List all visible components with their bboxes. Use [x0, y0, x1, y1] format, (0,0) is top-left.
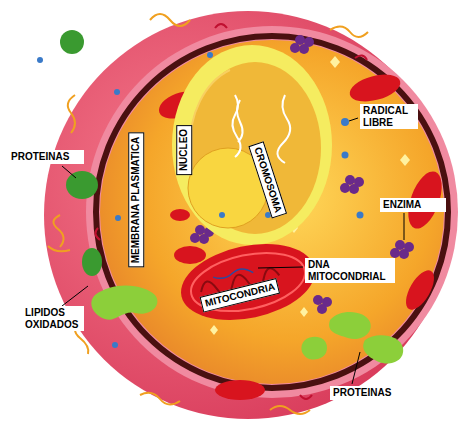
free-radical-label: RADICAL LIBRE [360, 104, 418, 129]
protein-label: PROTEINAS [8, 150, 84, 164]
oxidized-lipids-label: LIPIDOS OXIDADOS [22, 306, 84, 331]
protein-label: PROTEINAS [330, 386, 406, 400]
membrane-label: MEMBRANA PLASMATICA [128, 133, 144, 268]
nucleus-label: NUCLEO [176, 125, 192, 175]
mitochondria-label: MITOCONDRIA [200, 278, 281, 312]
chromosome-label: CROMOSOMA [249, 141, 287, 218]
enzyme-label: ENZIMA [380, 198, 446, 212]
mitochondrial-dna-label: DNA MITOCONDRIAL [305, 258, 395, 283]
